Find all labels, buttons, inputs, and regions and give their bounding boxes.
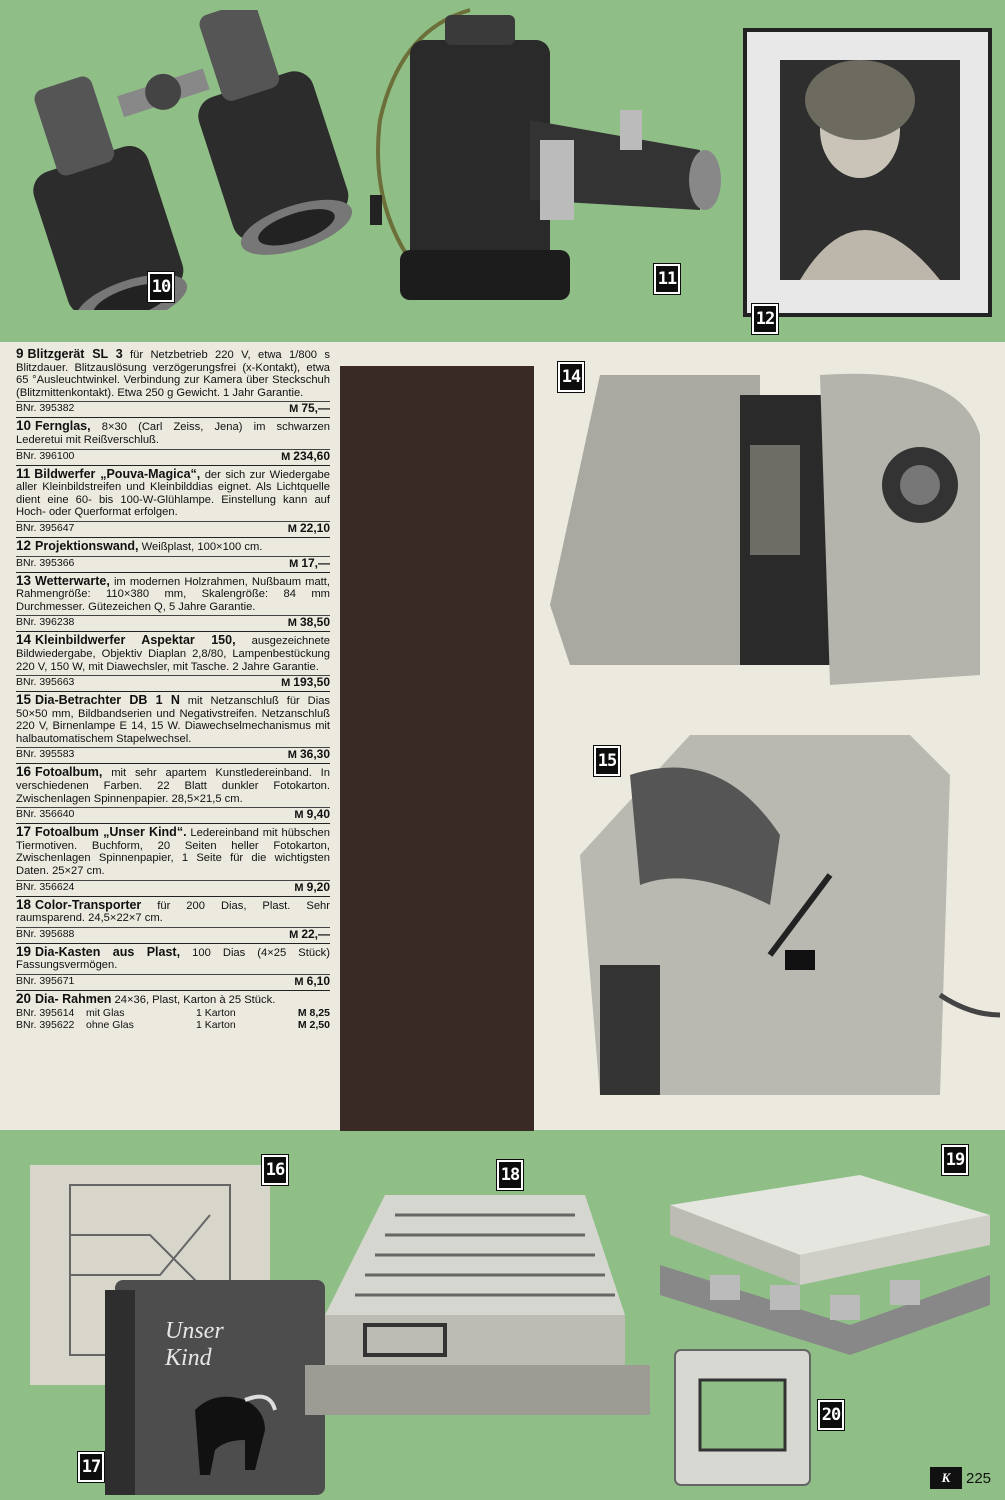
redacted-block — [340, 366, 534, 1131]
badge-16: 16 — [261, 1154, 289, 1186]
badge-12: 12 — [751, 303, 779, 335]
badge-19: 19 — [941, 1144, 969, 1176]
publisher-logo: K — [930, 1467, 962, 1489]
binoculars-image — [0, 10, 360, 310]
projection-screen-image — [740, 20, 995, 325]
page-number: 225 — [966, 1469, 992, 1487]
badge-17: 17 — [77, 1451, 105, 1483]
badge-10: 10 — [147, 271, 175, 303]
badge-18: 18 — [496, 1159, 524, 1191]
aspektar-projector-image — [540, 355, 990, 705]
unser-kind-album-image — [95, 1270, 330, 1495]
badge-11: 11 — [653, 263, 681, 295]
color-transporter-image — [305, 1185, 650, 1425]
badge-14: 14 — [557, 361, 585, 393]
badge-15: 15 — [593, 745, 621, 777]
badge-20: 20 — [817, 1399, 845, 1431]
album-script-lettering: Unser Kind — [165, 1318, 224, 1371]
page-footer: K 225 — [930, 1467, 991, 1489]
dia-box-image — [650, 1165, 995, 1355]
dia-viewer-image — [570, 715, 1000, 1120]
slide-frame-image — [670, 1345, 815, 1490]
pouva-projector-image — [350, 0, 730, 320]
